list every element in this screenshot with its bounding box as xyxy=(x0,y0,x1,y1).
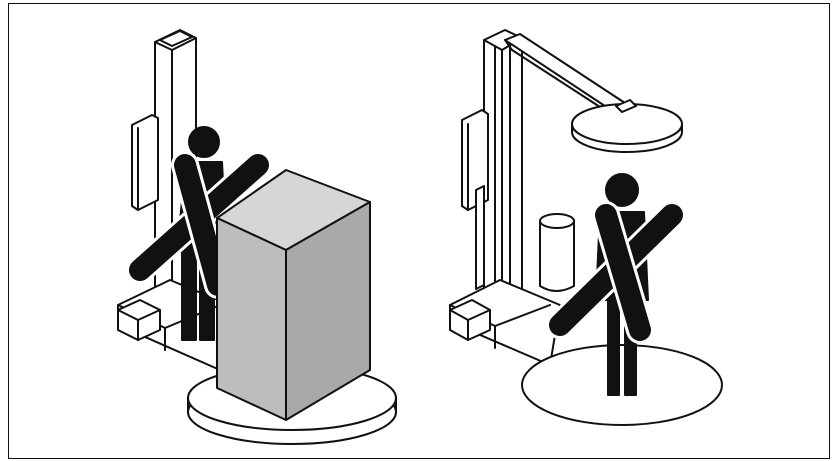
left-carriage xyxy=(132,115,158,210)
right-wrapper-machine xyxy=(450,30,628,365)
box-front xyxy=(217,218,286,420)
left-load-box xyxy=(217,170,370,420)
right-arm xyxy=(505,34,628,112)
right-turntable xyxy=(522,345,722,425)
right-top-platen xyxy=(572,100,682,152)
